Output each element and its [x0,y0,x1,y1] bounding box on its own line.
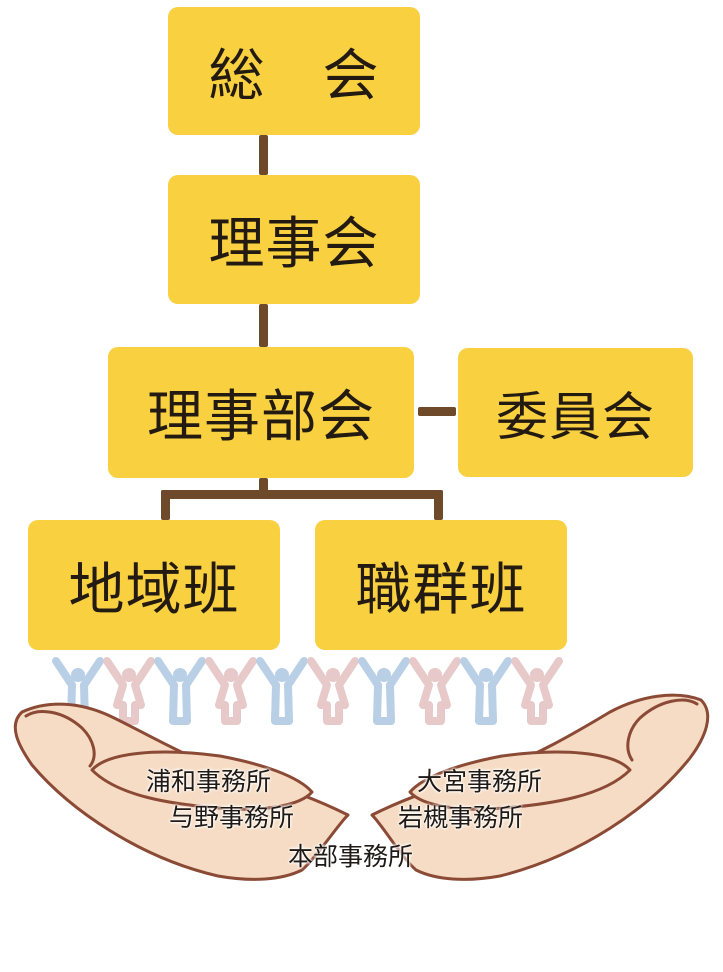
connector-section-down [259,478,268,498]
person-figure-icon [307,657,359,725]
node-regional-group-label: 地域班 [68,557,240,623]
person-figure-icon [511,657,563,725]
connector-assembly-board [259,135,268,175]
node-committee-label: 委員会 [495,388,655,448]
office-yono: 与野事務所 [169,803,295,832]
node-general-assembly-label: 総 会 [208,43,380,109]
person-figure-icon [409,657,461,725]
office-iwatsuki: 岩槻事務所 [398,803,524,832]
person-figure-icon [205,657,257,725]
office-urawa: 浦和事務所 [146,767,272,796]
connector-board-section [259,304,268,347]
person-figure-icon [358,657,410,725]
node-committee: 委員会 [458,348,693,477]
node-occupational-group: 職群班 [315,520,567,650]
node-board-section-meeting-label: 理事部会 [147,385,375,450]
person-figure-icon [154,657,206,725]
office-headquarters: 本部事務所 [288,842,414,871]
person-figure-icon [460,657,512,725]
node-general-assembly: 総 会 [168,7,420,135]
supporting-hands-illustration [13,693,710,881]
node-board-section-meeting: 理事部会 [108,347,414,478]
node-board-of-directors-label: 理事会 [208,212,380,277]
node-occupational-group-label: 職群班 [355,557,527,623]
node-regional-group: 地域班 [28,520,280,650]
connector-branch-horizontal [161,490,443,499]
connector-branch-right [434,490,443,520]
connector-section-committee [418,407,456,416]
node-board-of-directors: 理事会 [168,175,420,304]
person-figure-icon [256,657,308,725]
left-hand-palm [90,750,314,811]
office-omiya: 大宮事務所 [417,767,543,796]
right-hand-thumb [626,698,699,762]
right-hand-palm [408,750,632,811]
left-hand-thumb [24,710,96,768]
people-row [52,657,563,725]
connector-branch-left [161,490,170,520]
person-figure-icon [103,657,155,725]
